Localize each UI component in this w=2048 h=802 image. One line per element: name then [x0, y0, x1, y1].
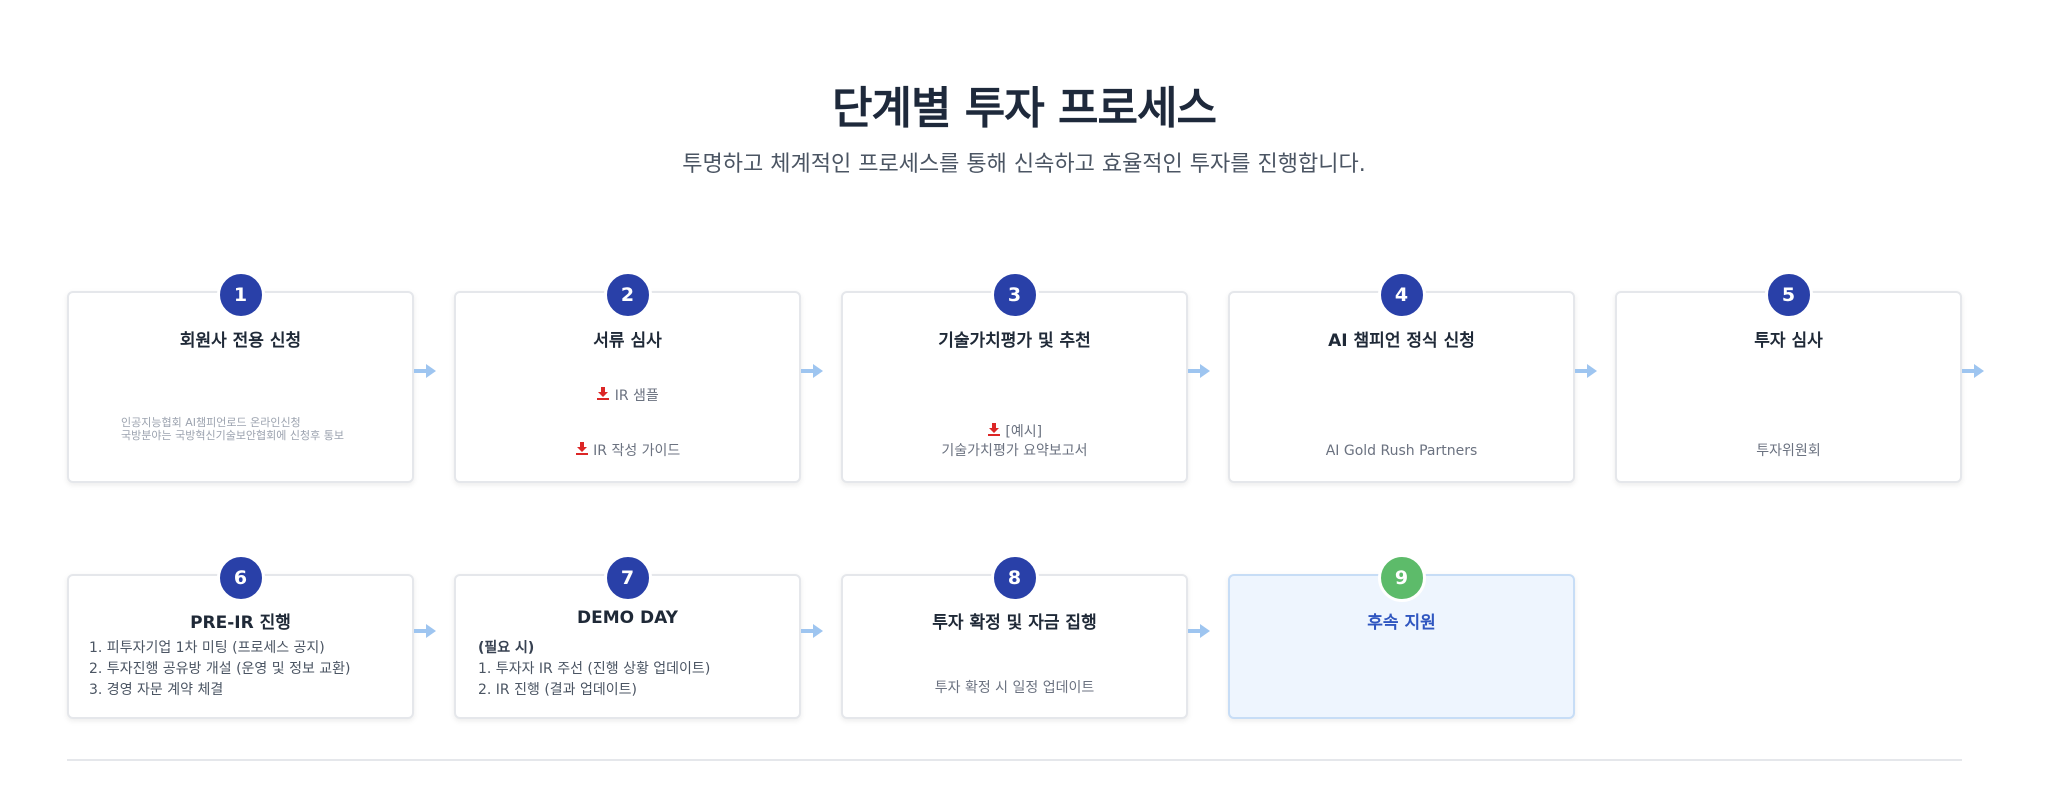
step-title: 기술가치평가 및 추천 [938, 331, 1091, 351]
section-divider [67, 759, 1962, 761]
step-title: 회원사 전용 신청 [179, 331, 302, 351]
step-card-3: 3 기술가치평가 및 추천 [예시] 기술가치평가 요약보고서 [841, 271, 1188, 483]
list-item: 3. 경영 자문 계약 체결 [89, 682, 224, 698]
example-report-link[interactable]: [예시] [843, 422, 1186, 442]
list-note: (필요 시) [478, 640, 535, 656]
step-title: 후속 지원 [1367, 613, 1436, 633]
step-list: 1. 피투자기업 1차 미팅 (프로세스 공지) 2. 투자진행 공유방 개설 … [89, 638, 351, 701]
step-description: 투자위원회 [1756, 443, 1821, 459]
step-number-badge: 9 [1377, 554, 1426, 602]
step-desc-line: 국방분야는 국방혁신기술보안협회에 신청후 통보 [121, 429, 345, 442]
step-title: PRE-IR 진행 [190, 613, 291, 633]
list-item: 2. 투자진행 공유방 개설 (운영 및 정보 교환) [89, 661, 351, 677]
ir-guide-link[interactable]: IR 작성 가이드 [456, 441, 799, 461]
step-number-badge: 2 [603, 271, 652, 319]
arrow-right-icon [1188, 364, 1210, 378]
step-card-9: 9 후속 지원 [1228, 554, 1575, 719]
step-card-6: 6 PRE-IR 진행 1. 피투자기업 1차 미팅 (프로세스 공지) 2. … [67, 554, 414, 719]
step-number-badge: 6 [216, 554, 265, 602]
page-title: 단계별 투자 프로세스 [832, 83, 1217, 134]
step-title: 투자 확정 및 자금 집행 [932, 613, 1097, 633]
link-label: IR 샘플 [614, 388, 659, 404]
step-card-5: 5 투자 심사 투자위원회 [1615, 271, 1962, 483]
step-description: 기술가치평가 요약보고서 [941, 443, 1088, 459]
step-title: 서류 심사 [593, 331, 662, 351]
step-number-badge: 4 [1377, 271, 1426, 319]
arrow-right-icon [1962, 364, 1984, 378]
step-list: (필요 시) 1. 투자자 IR 주선 (진행 상황 업데이트) 2. IR 진… [478, 638, 710, 701]
step-number-badge: 7 [603, 554, 652, 602]
step-title: AI 챔피언 정식 신청 [1328, 331, 1475, 351]
step-description: 투자 확정 시 일정 업데이트 [934, 680, 1095, 696]
page-subtitle: 투명하고 체계적인 프로세스를 통해 신속하고 효율적인 투자를 진행합니다. [682, 152, 1366, 177]
step-title: 투자 심사 [1754, 331, 1823, 351]
step-card-2: 2 서류 심사 IR 샘플 IR 작성 가이드 [454, 271, 801, 483]
step-card-8: 8 투자 확정 및 자금 집행 투자 확정 시 일정 업데이트 [841, 554, 1188, 719]
arrow-right-icon [801, 364, 823, 378]
arrow-right-icon [1575, 364, 1597, 378]
step-number-badge: 1 [216, 271, 265, 319]
download-icon [575, 442, 593, 459]
step-description: AI Gold Rush Partners [1325, 443, 1478, 459]
link-label: [예시] [1005, 424, 1043, 440]
step-card-1: 1 회원사 전용 신청 인공지능협회 AI챔피언로드 온라인신청 국방분야는 국… [67, 271, 414, 483]
step-description: 인공지능협회 AI챔피언로드 온라인신청 국방분야는 국방혁신기술보안협회에 신… [121, 416, 344, 442]
arrow-right-icon [801, 624, 823, 638]
arrow-right-icon [414, 624, 436, 638]
step-number-badge: 8 [990, 554, 1039, 602]
step-card-7: 7 DEMO DAY (필요 시) 1. 투자자 IR 주선 (진행 상황 업데… [454, 554, 801, 719]
arrow-right-icon [414, 364, 436, 378]
step-card-4: 4 AI 챔피언 정식 신청 AI Gold Rush Partners [1228, 271, 1575, 483]
step-desc-line: 인공지능협회 AI챔피언로드 온라인신청 [121, 416, 301, 429]
step-number-badge: 3 [990, 271, 1039, 319]
link-label: IR 작성 가이드 [593, 443, 681, 459]
step-title: DEMO DAY [577, 608, 678, 628]
arrow-right-icon [1188, 624, 1210, 638]
list-item: 1. 투자자 IR 주선 (진행 상황 업데이트) [478, 661, 711, 677]
download-icon [596, 387, 614, 404]
list-item: 2. IR 진행 (결과 업데이트) [478, 682, 637, 698]
step-number-badge: 5 [1764, 271, 1813, 319]
download-icon [987, 423, 1005, 440]
ir-sample-link[interactable]: IR 샘플 [456, 386, 799, 406]
list-item: 1. 피투자기업 1차 미팅 (프로세스 공지) [89, 640, 325, 656]
